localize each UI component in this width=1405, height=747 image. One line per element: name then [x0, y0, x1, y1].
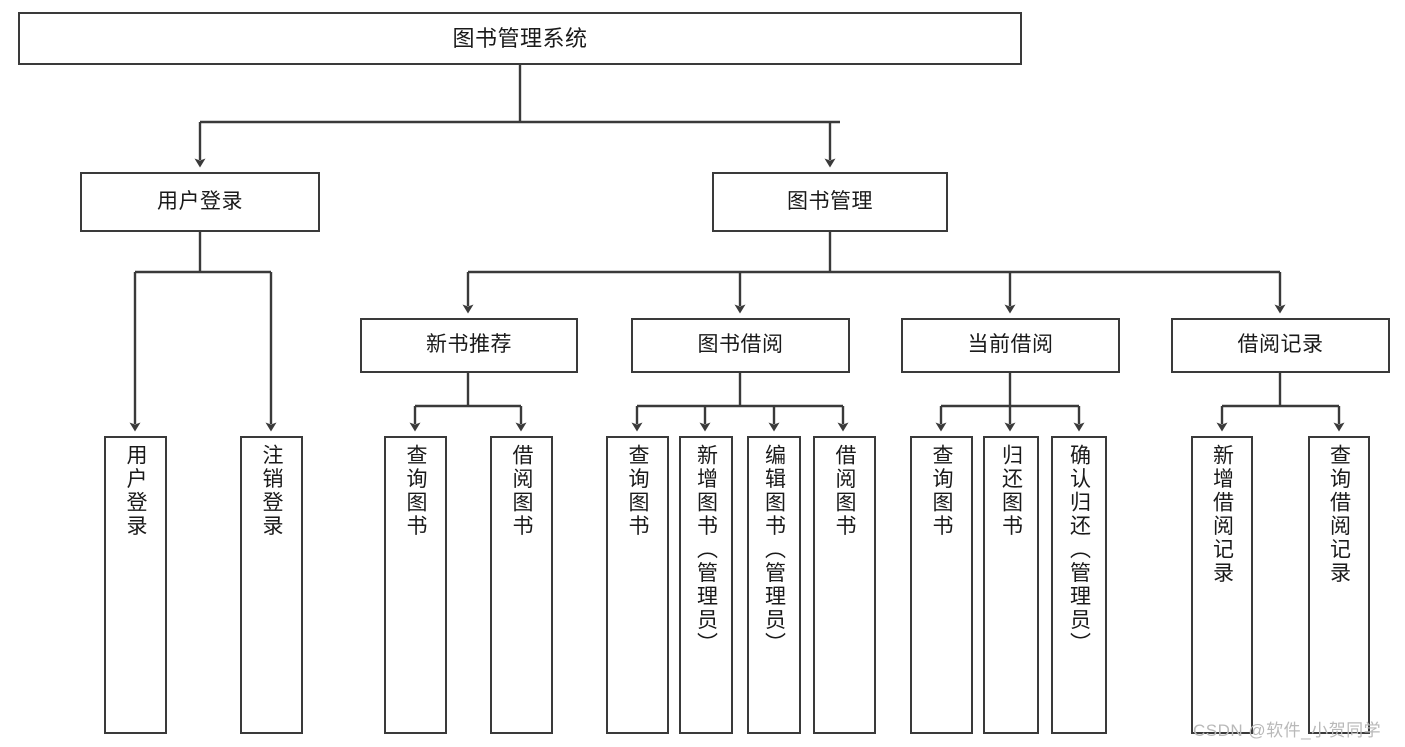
leaf-add-book[interactable]: 新增图书（管理员） [679, 436, 733, 734]
node-label: 用户登录 [157, 189, 243, 213]
leaf-user-login[interactable]: 用户登录 [104, 436, 167, 734]
leaf-edit-book[interactable]: 编辑图书（管理员） [747, 436, 801, 734]
leaf-add-record[interactable]: 新增借阅记录 [1191, 436, 1253, 734]
node-label: 查询图书 [404, 444, 427, 538]
node-label: 注销登录 [260, 444, 283, 538]
leaf-query-book-3[interactable]: 查询图书 [910, 436, 973, 734]
node-label: 新书推荐 [426, 333, 512, 357]
node-user-login[interactable]: 用户登录 [80, 172, 320, 232]
node-label: 借阅图书 [833, 444, 856, 538]
node-label: 查询图书 [626, 444, 649, 538]
node-label: 借阅图书 [510, 444, 533, 538]
leaf-borrow-book-1[interactable]: 借阅图书 [490, 436, 553, 734]
node-label: 当前借阅 [967, 333, 1054, 357]
node-label: 归还图书 [999, 444, 1023, 538]
node-book-manage[interactable]: 图书管理 [712, 172, 948, 232]
node-label: 用户登录 [124, 444, 147, 538]
leaf-borrow-book-2[interactable]: 借阅图书 [813, 436, 876, 734]
node-new-book-recommend[interactable]: 新书推荐 [360, 318, 578, 373]
leaf-return-book[interactable]: 归还图书 [983, 436, 1039, 734]
node-label: 借阅记录 [1237, 333, 1324, 357]
node-label: 图书管理系统 [452, 25, 588, 51]
node-label: 确认归还（管理员） [1067, 444, 1091, 656]
node-current-borrow[interactable]: 当前借阅 [901, 318, 1120, 373]
csdn-watermark: CSDN @软件_小贺同学 [1193, 721, 1382, 740]
node-borrow-record[interactable]: 借阅记录 [1171, 318, 1390, 373]
node-book-borrow[interactable]: 图书借阅 [631, 318, 850, 373]
leaf-query-book-2[interactable]: 查询图书 [606, 436, 669, 734]
node-label: 查询图书 [930, 444, 953, 538]
leaf-logout-login[interactable]: 注销登录 [240, 436, 303, 734]
node-root-system[interactable]: 图书管理系统 [18, 12, 1022, 65]
node-label: 图书借阅 [697, 333, 784, 357]
leaf-confirm-return[interactable]: 确认归还（管理员） [1051, 436, 1107, 734]
node-label: 新增图书（管理员） [694, 444, 718, 656]
leaf-query-record[interactable]: 查询借阅记录 [1308, 436, 1370, 734]
node-label: 编辑图书（管理员） [762, 444, 786, 656]
node-label: 新增借阅记录 [1210, 444, 1234, 585]
leaf-query-book-1[interactable]: 查询图书 [384, 436, 447, 734]
node-label: 图书管理 [787, 189, 873, 213]
node-label: 查询借阅记录 [1327, 444, 1351, 585]
